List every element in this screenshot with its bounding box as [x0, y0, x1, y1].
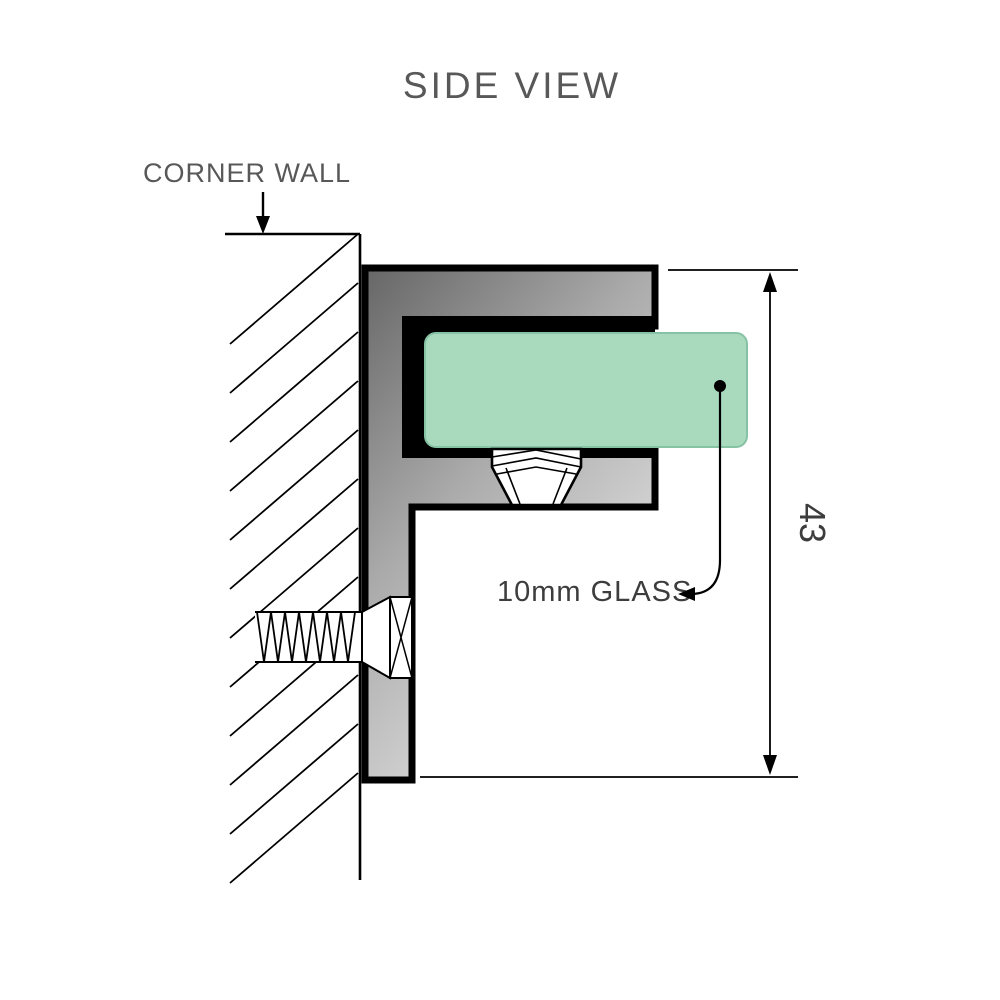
wall-label: CORNER WALL [143, 158, 351, 188]
diagram-title: SIDE VIEW [403, 65, 621, 106]
glass-leader-line [691, 390, 722, 596]
wall-label-arrow [256, 192, 270, 234]
dimension-43: 43 [420, 269, 833, 778]
screw-head-cross [389, 596, 413, 679]
wall-hatching [229, 233, 359, 884]
dim-arrow-bottom [763, 755, 777, 775]
wall-line [225, 232, 362, 880]
glass-panel [424, 332, 748, 448]
dim-value: 43 [792, 503, 833, 543]
glass-leader-arrowhead [678, 587, 695, 601]
mounting-screw [255, 595, 413, 680]
gasket-grub-screw [490, 447, 583, 507]
glass-label: 10mm GLASS [497, 576, 692, 608]
glass-leader-dot [714, 380, 726, 392]
dim-arrow-top [763, 272, 777, 292]
